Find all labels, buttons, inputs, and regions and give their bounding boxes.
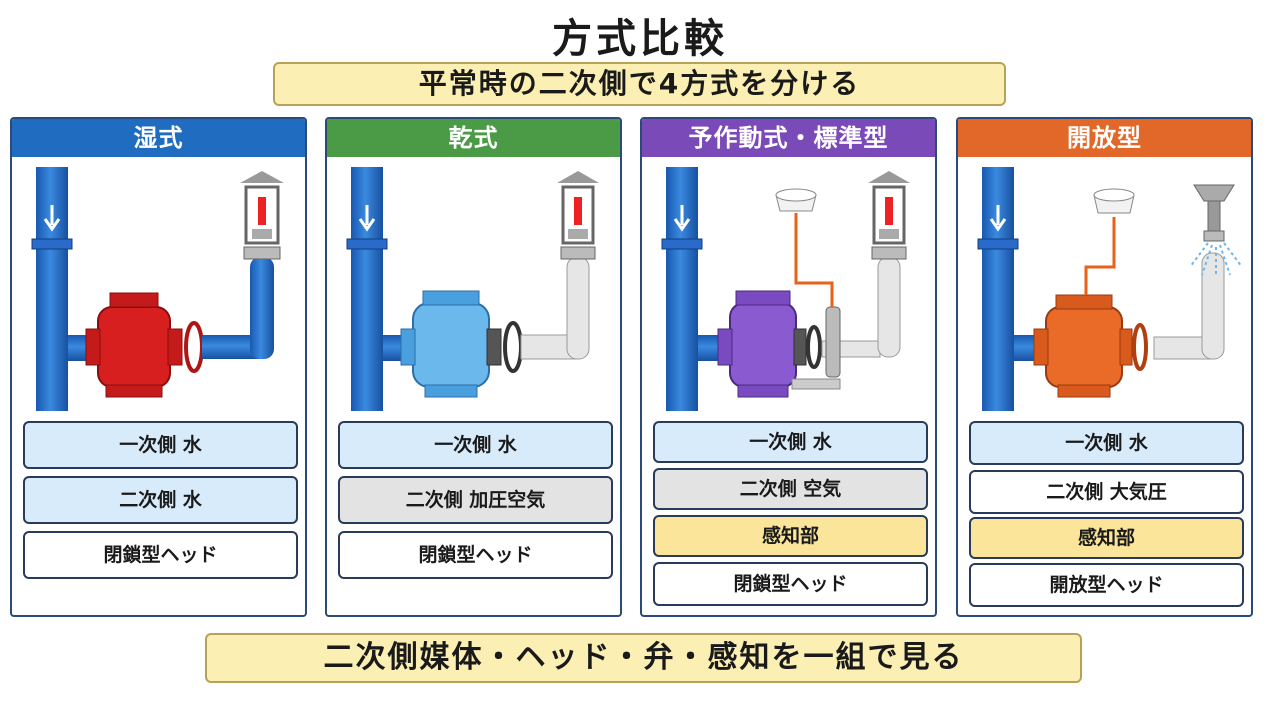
wet-system-illustration <box>12 157 305 413</box>
panel-wet: 湿式 一次側 水 <box>10 117 307 617</box>
dry-system-illustration <box>327 157 620 413</box>
valve-body <box>97 306 171 388</box>
flow-arrow-icon <box>989 205 1007 232</box>
panel-header-preaction: 予作動式・標準型 <box>642 119 935 157</box>
panel-header-wet: 湿式 <box>12 119 305 157</box>
info-box-secondary: 二次側 水 <box>23 476 298 524</box>
riser-pipe <box>36 167 68 411</box>
info-box-secondary: 二次側 加圧空気 <box>338 476 613 524</box>
handwheel-icon <box>806 325 822 369</box>
riser-pipe <box>982 167 1014 411</box>
flow-arrow-icon <box>358 205 376 232</box>
info-box-head: 閉鎖型ヘッド <box>23 531 298 579</box>
deluge-system-illustration <box>958 157 1251 413</box>
sprinkler-flange <box>243 246 281 260</box>
info-box-primary: 一次側 水 <box>23 421 298 469</box>
info-box-secondary: 二次側 空気 <box>653 468 928 510</box>
info-box-head: 閉鎖型ヘッド <box>653 562 928 606</box>
handwheel-icon <box>184 321 204 373</box>
closed-sprinkler-head-icon <box>868 171 910 245</box>
info-box-primary: 一次側 水 <box>338 421 613 469</box>
valve-body <box>1045 306 1123 388</box>
valve-body <box>412 302 490 388</box>
sensor-wire <box>1084 217 1116 295</box>
closed-sprinkler-head-icon <box>240 171 284 245</box>
handwheel-icon <box>503 321 523 373</box>
info-box-primary: 一次側 水 <box>653 421 928 463</box>
flow-arrow-icon <box>43 205 61 232</box>
panel-dry: 乾式 一次側 水 二次側 加圧空気 閉鎖型ヘッド <box>325 117 622 617</box>
riser-flange <box>31 238 73 250</box>
flow-arrow-icon <box>673 205 691 232</box>
info-box-sensor: 感知部 <box>969 517 1244 559</box>
subtitle-banner: 平常時の二次側で4方式を分ける <box>273 62 1006 106</box>
panel-preaction: 予作動式・標準型 <box>640 117 937 617</box>
valve-body <box>729 302 797 388</box>
secondary-pipe <box>877 256 901 358</box>
panel-header-dry: 乾式 <box>327 119 620 157</box>
heat-detector-icon <box>1093 188 1135 214</box>
closed-sprinkler-head-icon <box>557 171 599 245</box>
info-box-head: 開放型ヘッド <box>969 563 1244 607</box>
info-box-head: 閉鎖型ヘッド <box>338 531 613 579</box>
handwheel-icon <box>1132 323 1148 371</box>
footer-banner: 二次側媒体・ヘッド・弁・感知を一組で見る <box>205 633 1082 683</box>
riser-pipe <box>351 167 383 411</box>
info-box-primary: 一次側 水 <box>969 421 1244 465</box>
panel-deluge: 開放型 <box>956 117 1253 617</box>
open-sprinkler-head-icon <box>1193 184 1235 242</box>
heat-detector-icon <box>775 188 817 212</box>
preaction-system-illustration <box>642 157 935 413</box>
panel-header-deluge: 開放型 <box>958 119 1251 157</box>
water-spray-icon <box>1189 242 1243 277</box>
page-title: 方式比較 <box>552 16 728 62</box>
sensor-wire <box>794 213 834 307</box>
riser-pipe <box>666 167 698 411</box>
info-box-sensor: 感知部 <box>653 515 928 557</box>
info-box-secondary: 二次側 大気圧 <box>969 470 1244 514</box>
